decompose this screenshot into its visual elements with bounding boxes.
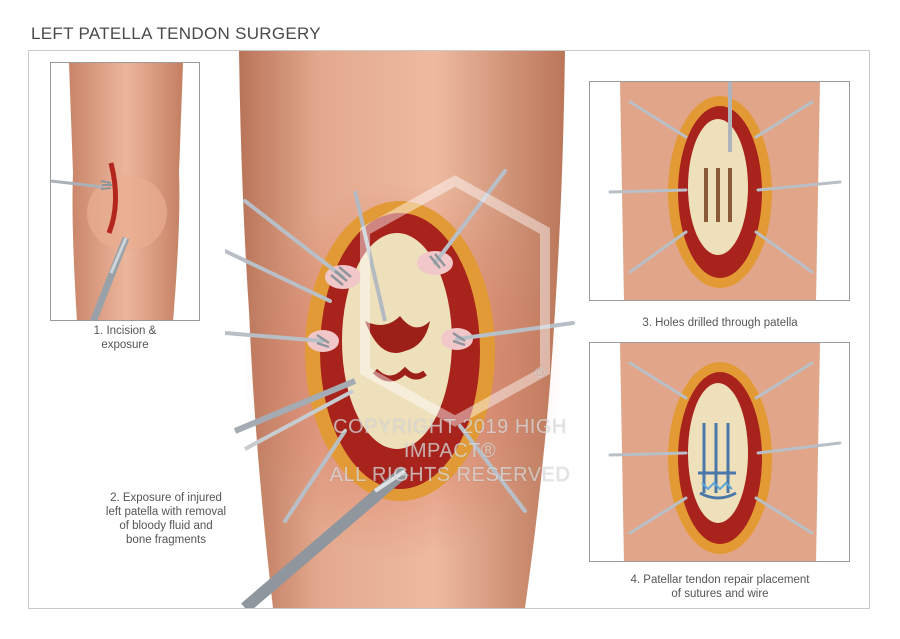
caption-incision: 1. Incision & exposure <box>93 325 157 351</box>
drilled-patella-illustration <box>590 82 849 300</box>
registered-mark: ® <box>534 364 546 380</box>
illustration-frame <box>28 50 870 609</box>
incision-illustration <box>51 63 199 320</box>
panel-holes-drilled <box>589 81 850 301</box>
panel-tendon-repair <box>589 342 850 562</box>
page-title: LEFT PATELLA TENDON SURGERY <box>31 24 321 43</box>
main-knee-illustration <box>225 51 585 608</box>
exposed-patella-illustration <box>225 51 575 608</box>
caption-tendon-repair: 4. Patellar tendon repair placement of s… <box>630 574 810 600</box>
panel-incision <box>50 62 200 321</box>
copyright-watermark: COPYRIGHT 2019 HIGH IMPACT® ALL RIGHTS R… <box>329 416 571 486</box>
caption-exposure: 2. Exposure of injured left patella with… <box>105 492 227 546</box>
caption-holes: 3. Holes drilled through patella <box>642 317 798 329</box>
tendon-repair-illustration <box>590 343 849 561</box>
